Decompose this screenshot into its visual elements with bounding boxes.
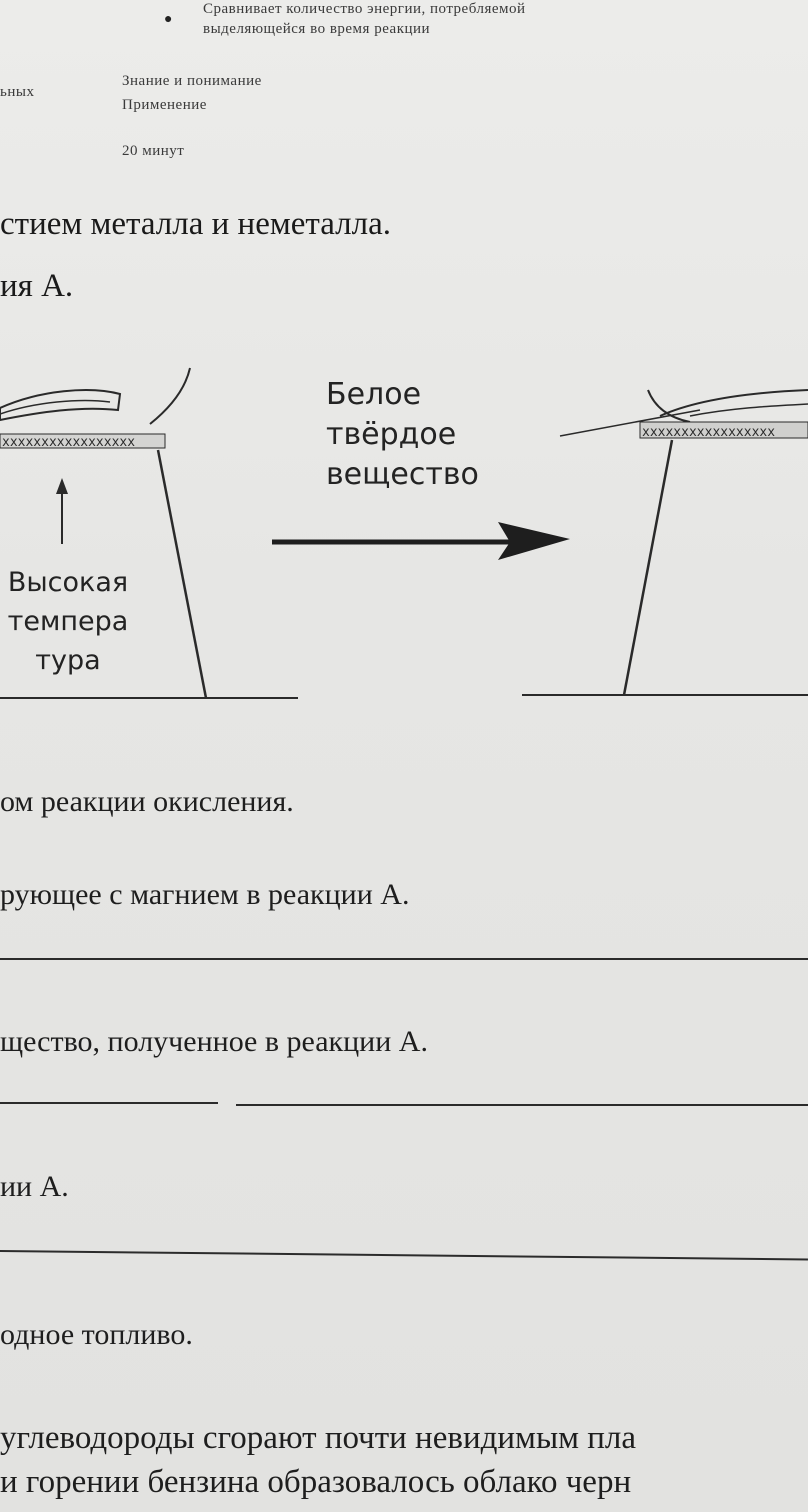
tongs-right bbox=[659, 389, 808, 417]
heat-label-line-2: темпера bbox=[7, 606, 129, 637]
bullet-text-line2: выделяющейся во время реакции bbox=[203, 21, 431, 37]
crucible-left-top bbox=[0, 433, 166, 449]
criteria-fragment: ьных bbox=[0, 84, 35, 100]
smoke-line bbox=[559, 409, 701, 437]
answer-line-2a[interactable] bbox=[0, 1102, 218, 1104]
reaction-arrow-head bbox=[498, 522, 570, 560]
product-label-line-2: твёрдое bbox=[326, 417, 457, 452]
heat-label-line-1: Высокая bbox=[7, 567, 129, 598]
tongs-left-inner bbox=[0, 399, 111, 415]
tongs-right-handle bbox=[647, 389, 691, 423]
thinking-level-1: Знание и понимание bbox=[122, 73, 262, 89]
thinking-level-2: Применение bbox=[122, 97, 207, 113]
tongs-left-handle bbox=[149, 367, 191, 425]
paragraph-line-2: и горении бензина образовалось облако че… bbox=[0, 1464, 632, 1500]
answer-line-3[interactable] bbox=[0, 1250, 808, 1261]
answer-line-1[interactable] bbox=[0, 958, 808, 960]
task-line-1: стием металла и неметалла. bbox=[0, 206, 391, 242]
product-label-line-1: Белое bbox=[326, 377, 422, 412]
bullet-text-line1: Сравнивает количество энергии, потребляе… bbox=[203, 1, 526, 17]
product-label-line-3: вещество bbox=[326, 457, 479, 492]
question-fuel: одное топливо. bbox=[0, 1318, 193, 1351]
product-marks-right: xxxxxxxxxxxxxxxxx bbox=[642, 425, 775, 440]
product-label: Белое твёрдое вещество bbox=[326, 375, 479, 495]
bullet-dot: ● bbox=[164, 12, 173, 27]
heat-arrow-head bbox=[56, 478, 68, 494]
crucible-right-top bbox=[639, 421, 808, 439]
stand-right-left-leg bbox=[622, 439, 674, 696]
question-reacting-substance: рующее с магнием в реакции А. bbox=[0, 878, 410, 911]
paragraph-line-1: углеводороды сгорают почти невидимым пла bbox=[0, 1420, 637, 1456]
task-line-2: ия А. bbox=[0, 268, 74, 304]
time-limit: 20 минут bbox=[122, 143, 185, 159]
stand-left-right-leg bbox=[156, 449, 208, 699]
heat-label: Высокая темпера тура bbox=[0, 563, 136, 680]
tongs-right-lower bbox=[689, 403, 808, 417]
tongs-left bbox=[0, 389, 122, 422]
magnesium-marks-left: xxxxxxxxxxxxxxxxx bbox=[2, 435, 135, 450]
question-reaction: ии А. bbox=[0, 1170, 69, 1203]
question-oxidation: ом реакции окисления. bbox=[0, 785, 294, 818]
question-product: щество, полученное в реакции А. bbox=[0, 1025, 428, 1058]
answer-line-2b[interactable] bbox=[236, 1104, 808, 1106]
reaction-diagram: xxxxxxxxxxxxxxxxx xxxxxxxxxxxxxxxxx bbox=[0, 367, 808, 699]
heat-label-line-3: тура bbox=[35, 645, 101, 676]
